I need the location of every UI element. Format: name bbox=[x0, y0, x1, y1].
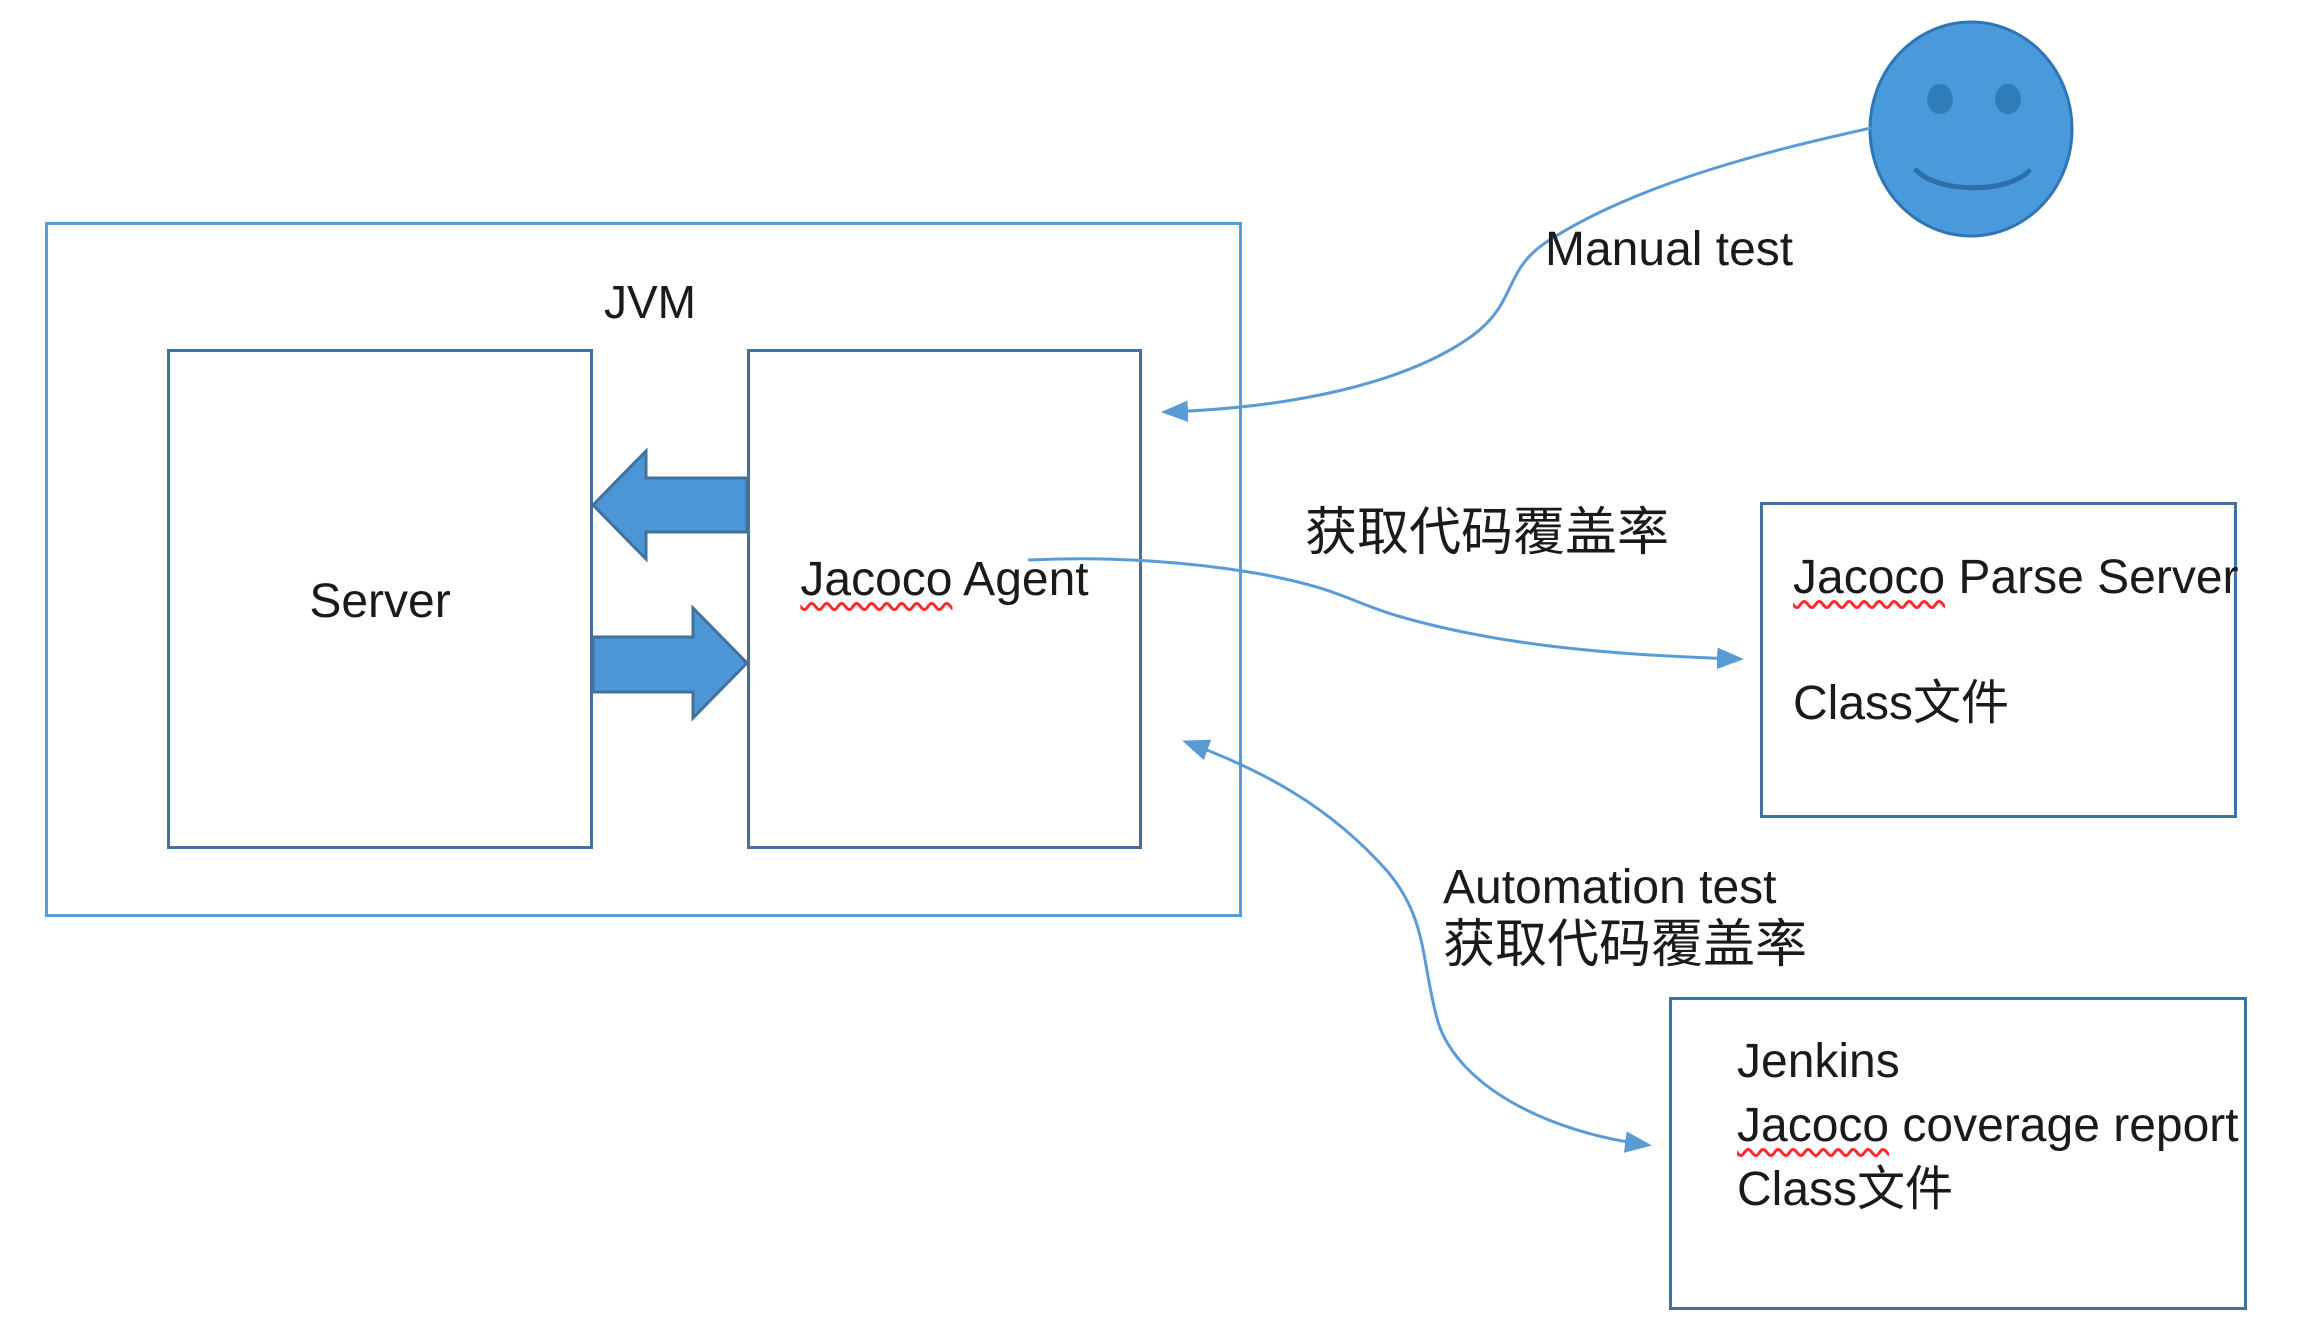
smiley-left-eye bbox=[1927, 84, 1953, 114]
server-label: Server bbox=[309, 575, 451, 628]
smiley-face-icon[interactable] bbox=[1868, 20, 2074, 238]
jenkins-label-rest: coverage report bbox=[1889, 1099, 2239, 1152]
jacoco-agent-label: Jacoco Agent bbox=[747, 552, 1142, 607]
jenkins-class-file-label: Class文件 bbox=[1737, 1162, 1953, 1217]
smiley-right-eye bbox=[1995, 84, 2021, 114]
jenkins-box[interactable] bbox=[1669, 997, 2247, 1310]
jacoco-parse-server-label: Jacoco Parse Server bbox=[1793, 550, 2239, 605]
jacoco-agent-label-rest: Agent bbox=[952, 553, 1089, 606]
jenkins-class-cjk: 文件 bbox=[1857, 1163, 1954, 1216]
parse-label-misspelled-word: Jacoco bbox=[1793, 551, 1946, 604]
jenkins-label: Jenkins bbox=[1737, 1035, 1900, 1088]
automation-test-label: Automation test bbox=[1443, 861, 1777, 914]
parse-class-file-label: Class文件 bbox=[1793, 676, 2009, 731]
parse-class-cjk: 文件 bbox=[1913, 677, 2010, 730]
parse-label-rest: Parse Server bbox=[1945, 551, 2239, 604]
get-coverage-label: 获取代码覆盖率 bbox=[1305, 505, 1670, 562]
jacoco-agent-label-misspelled-word: Jacoco bbox=[800, 553, 953, 606]
server-box[interactable] bbox=[167, 349, 593, 849]
manual-test-label: Manual test bbox=[1545, 223, 1794, 276]
jenkins-label-misspelled-word: Jacoco bbox=[1737, 1099, 1890, 1152]
jvm-label: JVM bbox=[604, 276, 696, 328]
automation-get-coverage-label: 获取代码覆盖率 bbox=[1443, 917, 1808, 974]
jenkins-coverage-report-label: Jacoco coverage report bbox=[1737, 1098, 2239, 1153]
jenkins-class-latin: Class bbox=[1737, 1163, 1858, 1216]
smiley-mouth bbox=[1913, 167, 2032, 191]
jacoco-parse-server-box[interactable] bbox=[1760, 502, 2237, 818]
parse-class-latin: Class bbox=[1793, 677, 1914, 730]
